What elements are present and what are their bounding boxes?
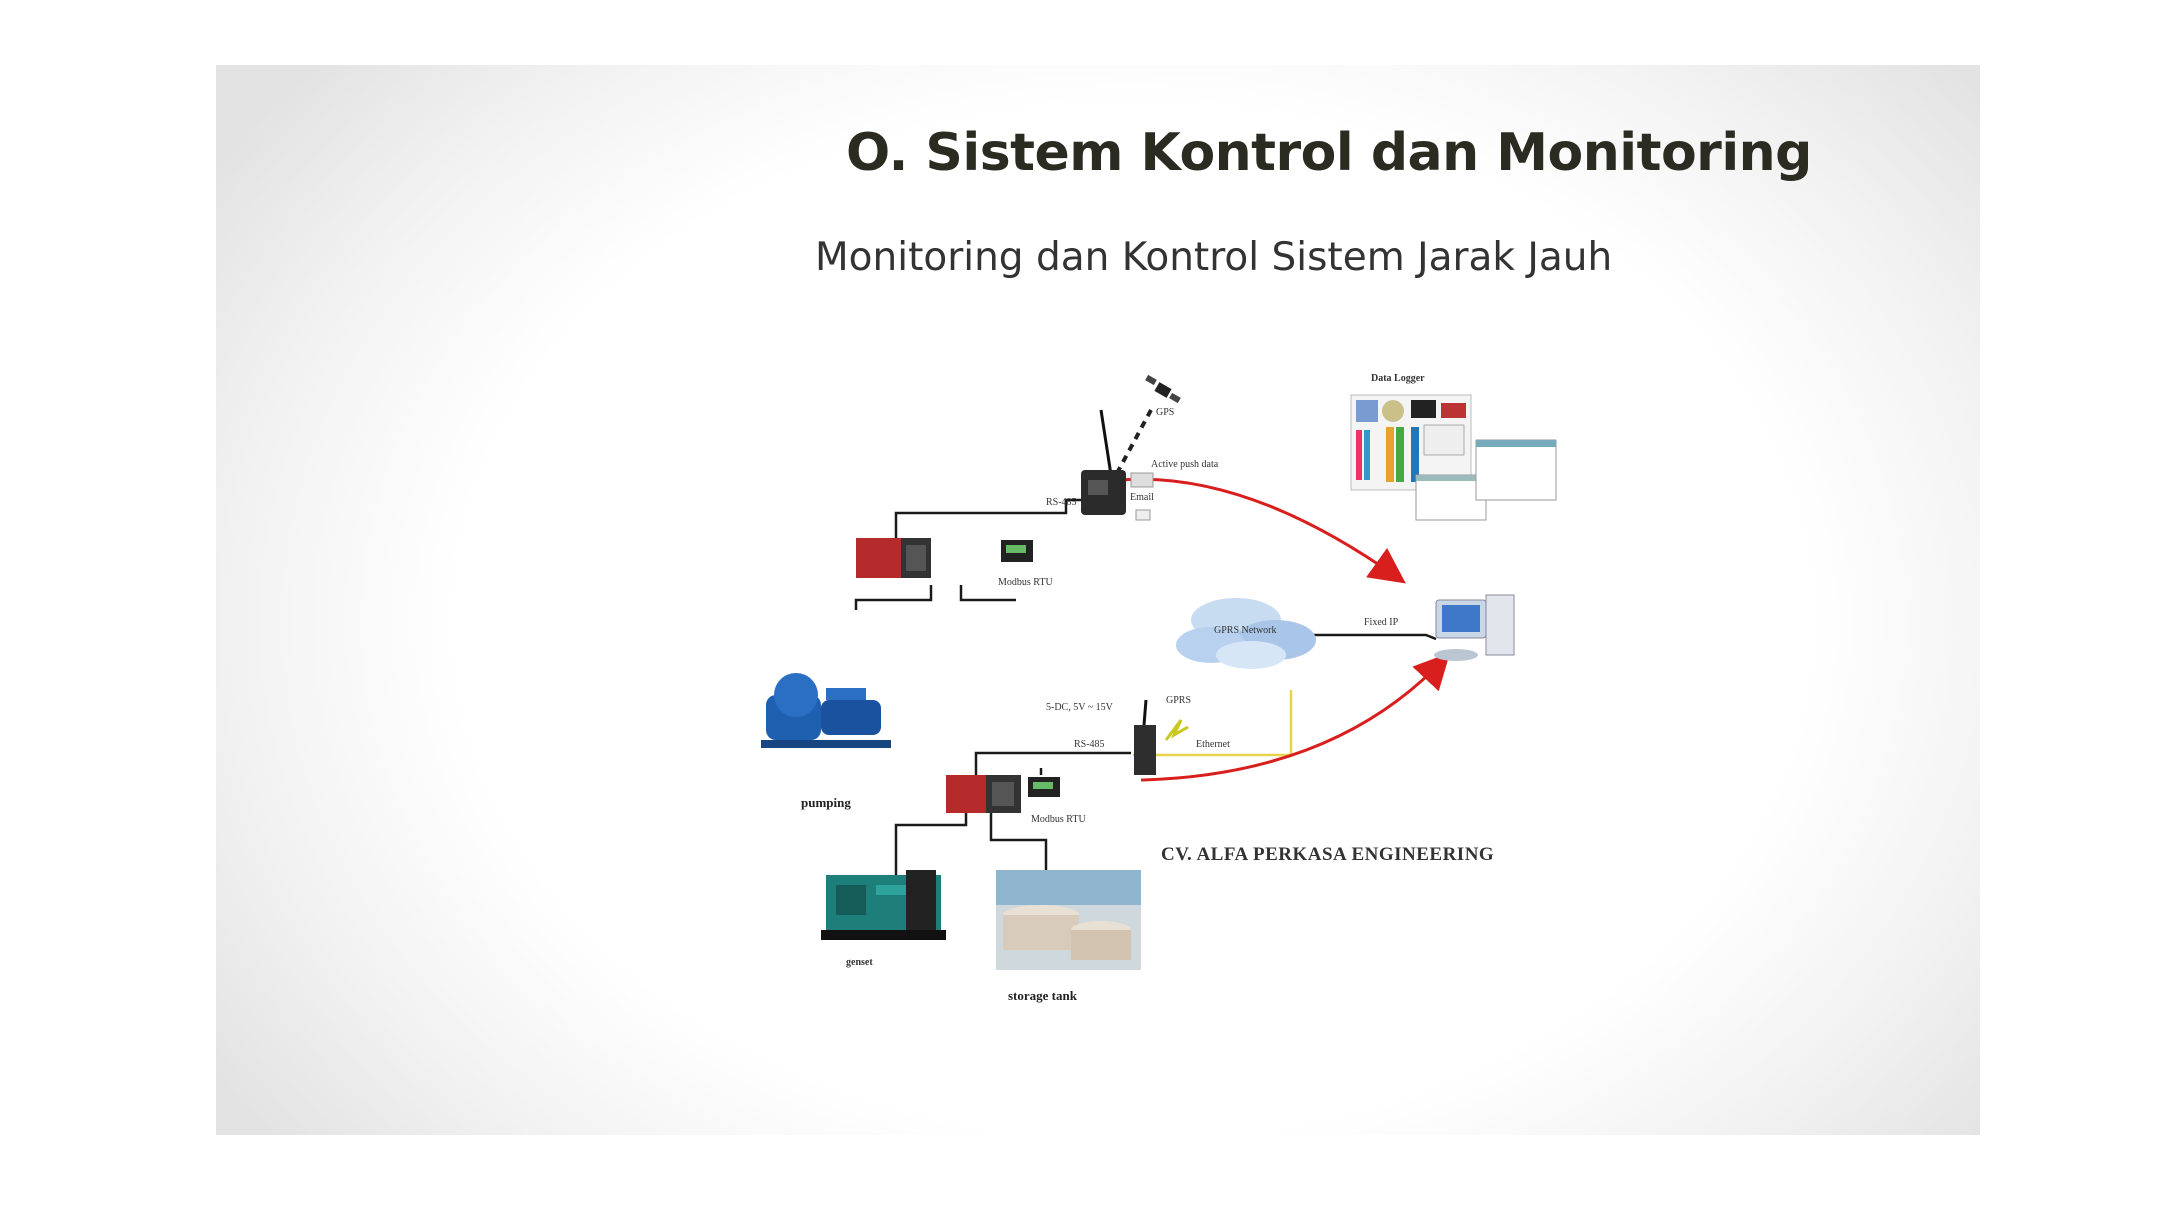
data-logger-screens xyxy=(1350,394,1557,521)
modbus-rtu-bottom-icon xyxy=(1028,777,1060,797)
slide: O. Sistem Kontrol dan Monitoring Monitor… xyxy=(216,65,1980,1135)
label-data-logger: Data Logger xyxy=(1371,373,1425,384)
label-active-push: Active push data xyxy=(1151,459,1219,470)
company-name: CV. ALFA PERKASA ENGINEERING xyxy=(1161,844,1494,865)
small-sensor-cluster: Email xyxy=(1130,472,1154,521)
network-diagram: Ethernet GPS Active push data Data Logge… xyxy=(761,373,1557,1003)
slide-title: O. Sistem Kontrol dan Monitoring xyxy=(846,123,1812,183)
gprs-router-top xyxy=(1081,409,1126,515)
label-genset: genset xyxy=(846,957,873,968)
label-pumping: pumping xyxy=(801,795,851,810)
cable-lines xyxy=(854,498,1437,875)
label-gprs: GPRS xyxy=(1166,695,1191,706)
gps-dashed-link xyxy=(1114,409,1153,476)
svg-text:Email: Email xyxy=(1130,492,1154,503)
plc-top-icon xyxy=(856,538,931,578)
gprs-cloud-icon xyxy=(1176,598,1316,669)
gprs-modem-bottom xyxy=(1134,699,1189,775)
satellite-icon xyxy=(1145,374,1181,404)
label-gprs-network: GPRS Network xyxy=(1214,625,1277,636)
genset-icon xyxy=(821,870,946,940)
label-ethernet: Ethernet xyxy=(1196,739,1230,750)
label-storage-tank: storage tank xyxy=(1008,988,1078,1003)
label-modbus-bottom: Modbus RTU xyxy=(1031,814,1086,825)
label-modbus-top: Modbus RTU xyxy=(998,577,1053,588)
plc-bottom-icon xyxy=(946,775,1021,813)
pump-icon xyxy=(761,673,891,748)
modbus-rtu-top-icon xyxy=(1001,540,1033,562)
storage-tank-photo xyxy=(996,870,1141,970)
label-rs485-top: RS-485 xyxy=(1046,497,1077,508)
label-fixed-ip: Fixed IP xyxy=(1364,617,1399,628)
computer-icon xyxy=(1434,594,1515,661)
label-rs485-bottom: RS-485 xyxy=(1074,739,1105,750)
arrow-gprs-pc xyxy=(1140,652,1451,782)
label-gps: GPS xyxy=(1156,407,1174,418)
slide-subtitle: Monitoring dan Kontrol Sistem Jarak Jauh xyxy=(815,235,1613,280)
label-voltage: 5-DC, 5V ~ 15V xyxy=(1046,702,1114,713)
